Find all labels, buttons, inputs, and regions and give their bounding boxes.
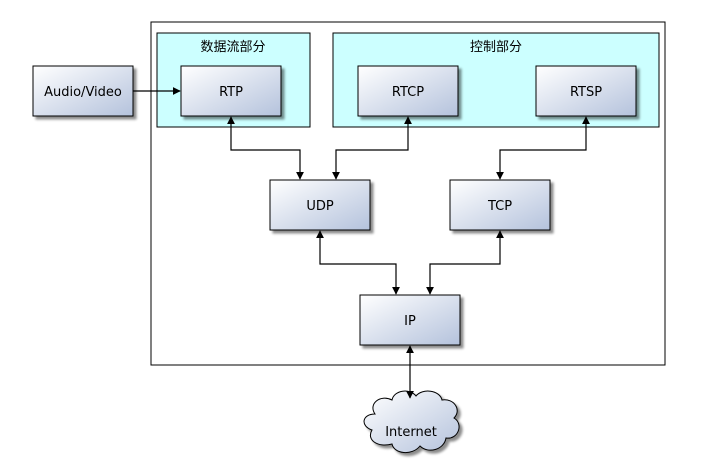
ip-label: IP (404, 314, 416, 329)
ip-node (359, 294, 461, 346)
rtcp-node (357, 65, 459, 117)
rtsp-label: RTSP (570, 85, 602, 100)
tcp-label: TCP (487, 199, 512, 214)
control-section-label: 控制部分 (470, 40, 522, 55)
audio-video-node (32, 65, 134, 117)
rtp-node (180, 65, 282, 117)
rtsp-node (535, 65, 637, 117)
udp-label: UDP (306, 199, 334, 214)
udp-node (269, 179, 371, 231)
connector-rtsp-tcp (496, 116, 590, 180)
connector-rtcp-udp (332, 116, 412, 180)
connector-udp-ip (316, 230, 400, 295)
rtp-label: RTP (219, 85, 243, 100)
connector-tcp-ip (426, 230, 504, 295)
rtcp-label: RTCP (392, 85, 424, 100)
tcp-node (449, 179, 551, 231)
data-stream-section-label: 数据流部分 (200, 40, 265, 55)
audio-video-label: Audio/Video (44, 85, 122, 100)
internet-label: Internet (385, 425, 437, 440)
internet-cloud (363, 390, 460, 453)
connector-rtp-udp (227, 116, 304, 180)
